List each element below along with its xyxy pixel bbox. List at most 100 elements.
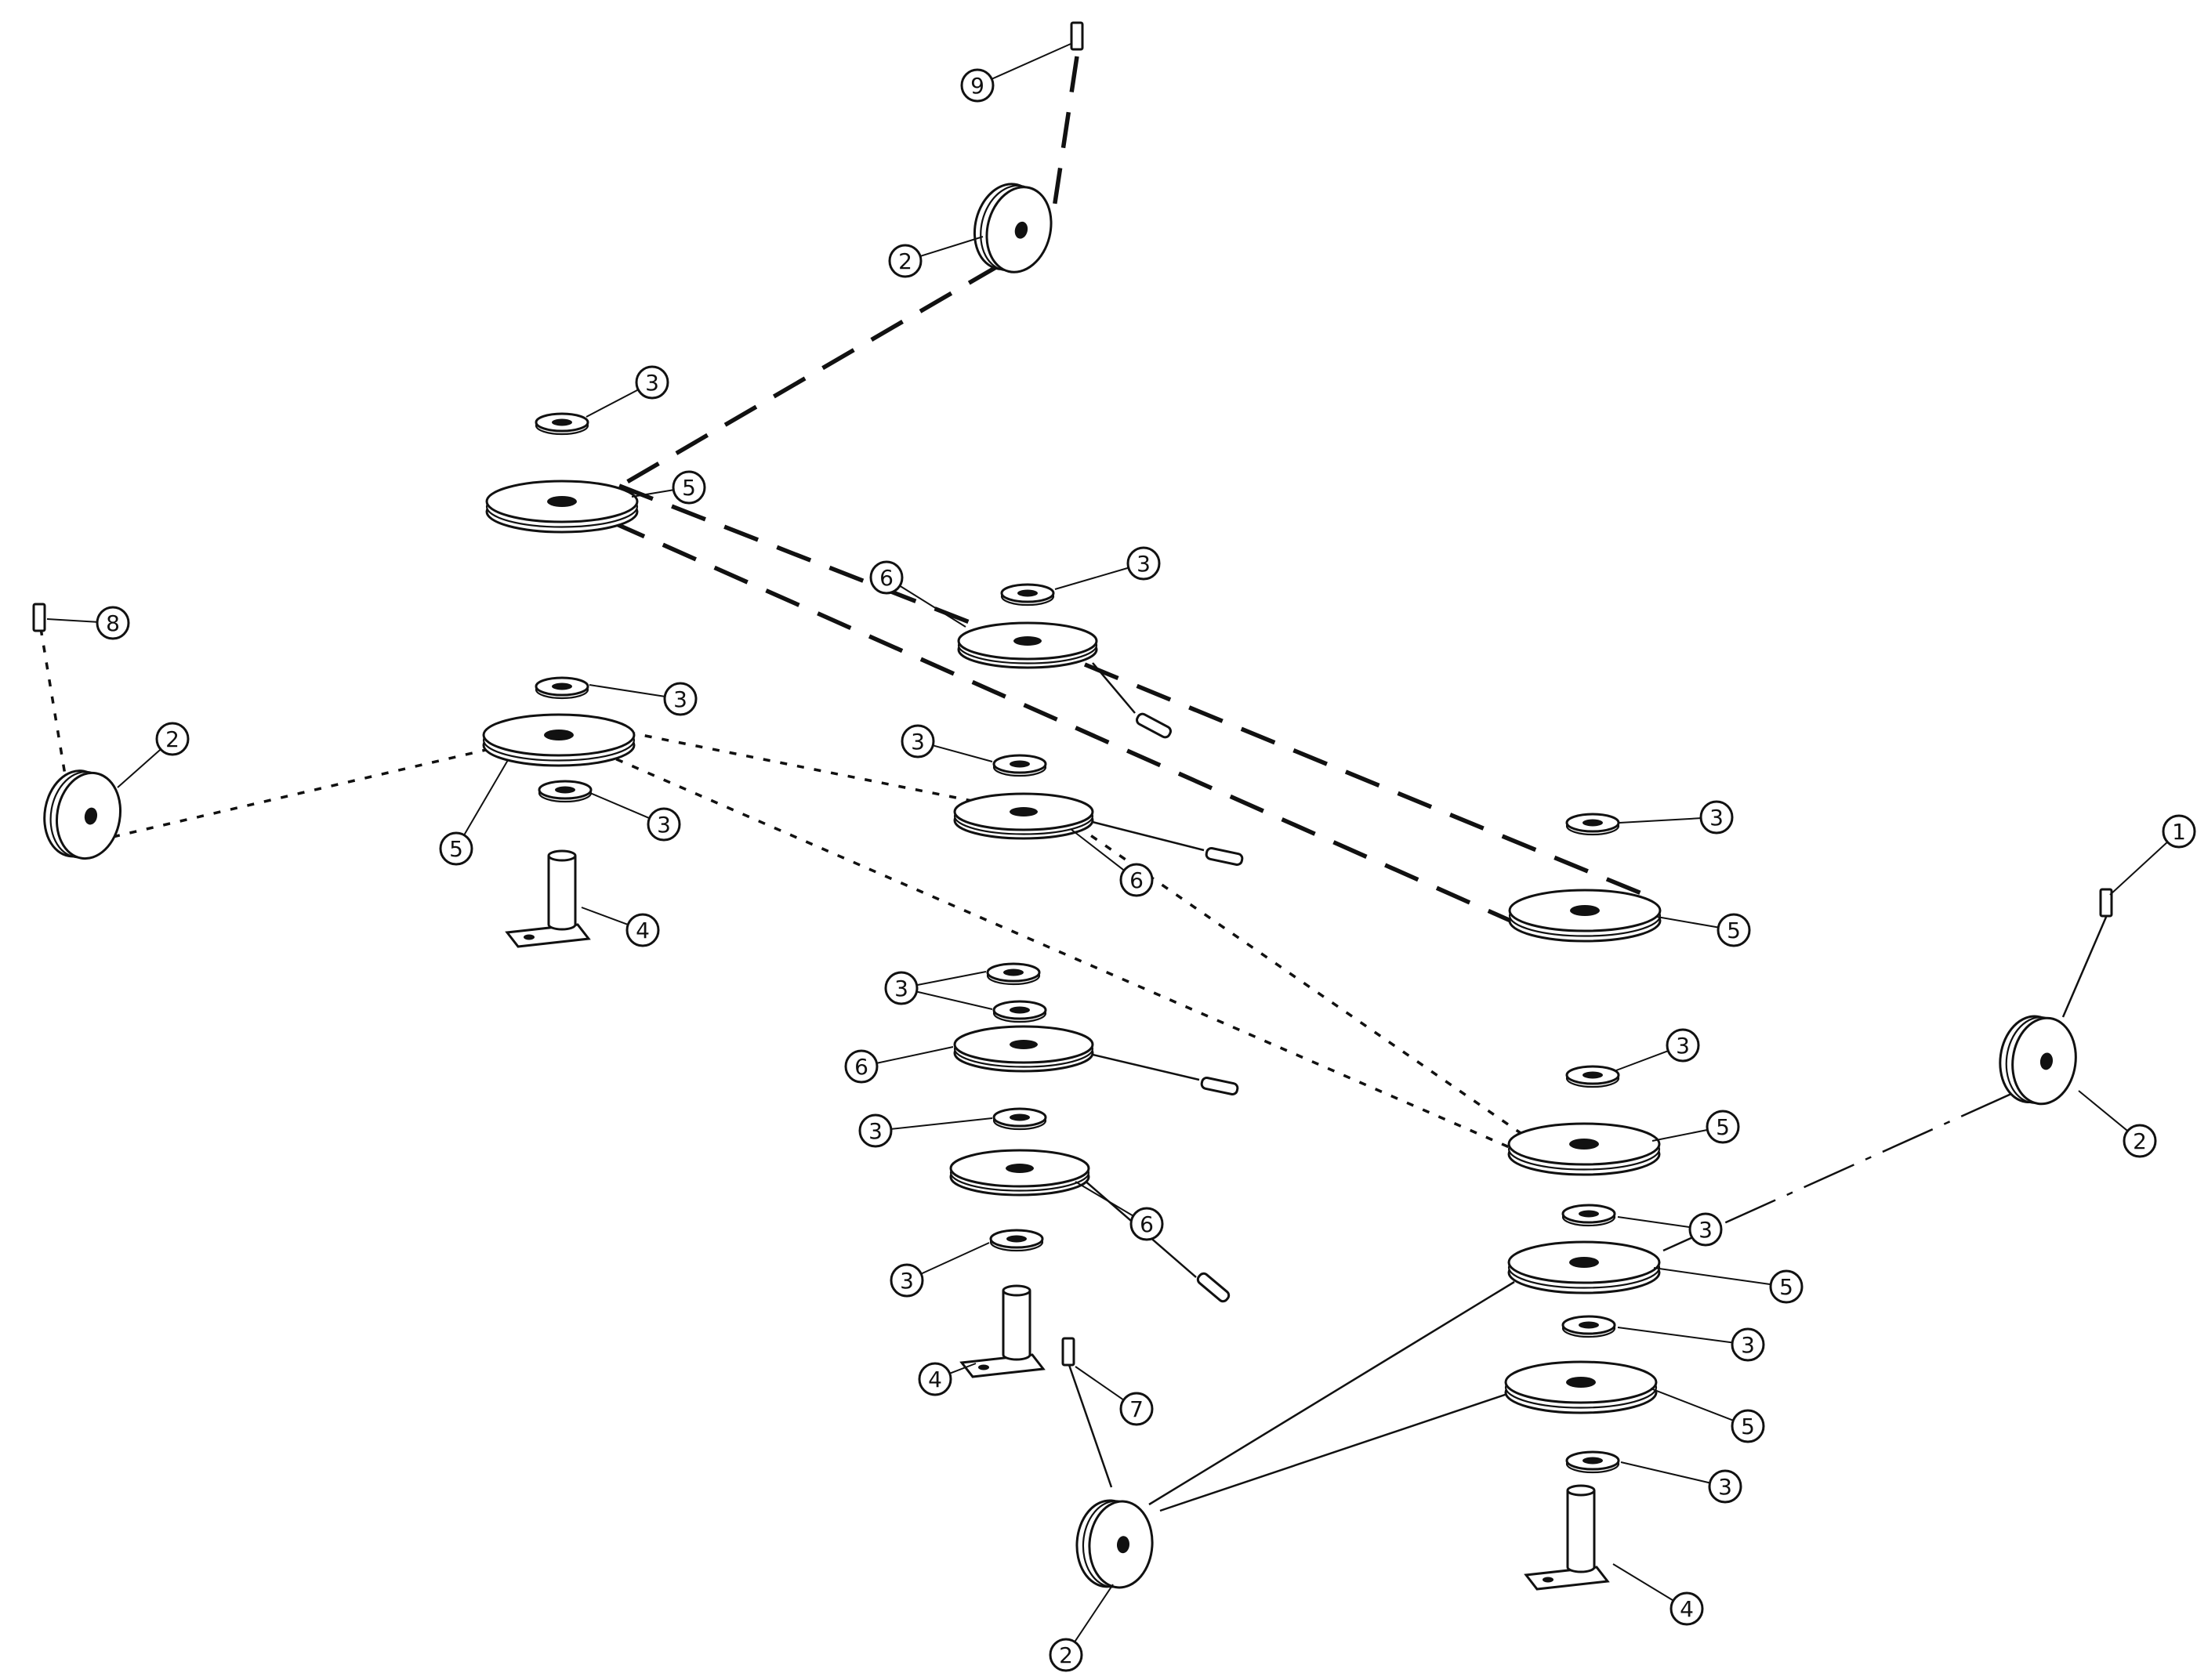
standoff-base-hole (524, 934, 535, 940)
washer-right-2 (1565, 1065, 1620, 1088)
callout-number: 2 (2133, 1128, 2147, 1154)
cable-end-d (1196, 1272, 1231, 1303)
pulley-hub-hole (1570, 905, 1600, 916)
callout-number: 5 (1716, 1114, 1730, 1140)
washer-upper-left (535, 412, 589, 436)
part-layer (32, 21, 2113, 1591)
callout-3: 3 (1615, 1028, 1700, 1071)
callout-number: 4 (928, 1367, 942, 1392)
callout-number: 5 (1727, 918, 1741, 943)
callout-circle (1670, 1591, 1704, 1626)
cable-stub-b (1089, 820, 1205, 852)
callout-circle (96, 606, 130, 640)
callout-1: 1 (2109, 814, 2196, 896)
callout-number: 5 (1741, 1414, 1755, 1439)
washer-hole (552, 682, 572, 690)
callout-leader (1653, 1267, 1771, 1286)
callout-number: 5 (1779, 1274, 1793, 1300)
callout-circle (844, 1049, 879, 1084)
cable-upper-run-left (597, 262, 1002, 501)
callout-9: 9 (960, 43, 1071, 103)
callout-3: 3 (901, 724, 993, 762)
washer-hole (1582, 819, 1603, 827)
callout-circle (890, 1263, 924, 1298)
pulley-hub-hole (1116, 1536, 1130, 1554)
callout-leader (589, 792, 650, 819)
callout-number: 2 (165, 726, 179, 752)
callout-circle (625, 913, 660, 947)
pulley-hub-hole (1010, 807, 1038, 816)
cable-left-run (112, 743, 510, 838)
callout-3: 3 (890, 1242, 990, 1298)
pulley-5-right-4 (1504, 1360, 1658, 1414)
callout-5: 5 (631, 470, 706, 505)
cable-mid-return (600, 751, 1514, 1150)
callout-circle (1731, 1409, 1765, 1443)
callout-number: 3 (673, 686, 687, 712)
callout-number: 4 (636, 918, 650, 943)
callout-leader (46, 618, 97, 623)
callout-leader (463, 759, 509, 835)
pulley-5-right-1 (1508, 889, 1662, 943)
callout-2: 2 (1049, 1584, 1114, 1672)
washer-mid-2 (992, 754, 1047, 777)
standoff-base-plate (959, 1353, 1046, 1378)
callout-circle (1699, 800, 1734, 835)
cable-end-a (1136, 712, 1172, 739)
cable-stub-c (1089, 1052, 1200, 1081)
pulley-6-upper (957, 621, 1098, 669)
callout-leader (1075, 1181, 1133, 1217)
pulley-hub-hole (1013, 636, 1042, 646)
pulley-6-mid (953, 792, 1094, 840)
cable-end-b (1205, 846, 1244, 867)
cable-end-body (1196, 1272, 1231, 1303)
callout-circle (1708, 1469, 1742, 1504)
pulley-2-right (1999, 1015, 2077, 1106)
callout-leader (589, 684, 665, 697)
pulley-hub-hole (1566, 1377, 1596, 1388)
cable-lower-run-2 (1159, 1392, 1510, 1512)
standoff-left (505, 849, 591, 948)
callout-3: 3 (589, 682, 698, 716)
callout-5: 5 (439, 759, 509, 866)
standoff-post-top (1002, 1284, 1031, 1297)
washer-hole (1579, 1321, 1599, 1329)
callout-4: 4 (581, 907, 660, 947)
pulley-hub-hole (1569, 1139, 1599, 1150)
cable-stub-a (1092, 662, 1136, 714)
callout-leader (581, 907, 628, 925)
washer-hole (555, 786, 575, 794)
washer-right-3 (1561, 1204, 1616, 1227)
callout-leader (2109, 842, 2168, 896)
standoff-post (1566, 1490, 1596, 1573)
cable-lower-run-1 (1148, 1280, 1515, 1506)
callout-leader (917, 971, 987, 986)
callout-circle (884, 971, 919, 1005)
washer-mid-3 (986, 962, 1041, 986)
callout-3: 3 (1620, 1461, 1742, 1504)
callout-number: 3 (1709, 805, 1724, 831)
callout-number: 2 (1059, 1642, 1073, 1668)
callout-leader (1656, 916, 1718, 929)
pulley-hub-hole (2039, 1052, 2054, 1070)
standoff-mid (959, 1284, 1046, 1378)
callout-number: 5 (682, 475, 696, 501)
callout-circle (1769, 1269, 1804, 1304)
callout-7: 7 (1075, 1366, 1154, 1426)
callout-leader (900, 585, 966, 628)
callout-3: 3 (884, 971, 993, 1010)
callout-3: 3 (1617, 1327, 1765, 1362)
pulley-2-bottom (1075, 1499, 1154, 1589)
callout-number: 3 (1741, 1332, 1755, 1358)
pulley-hub-hole (1006, 1164, 1034, 1173)
callout-number: 3 (1699, 1217, 1713, 1243)
callout-circle (663, 682, 698, 716)
pulley-5-left (482, 713, 636, 767)
callout-4: 4 (1612, 1563, 1704, 1626)
callout-leader (2078, 1090, 2128, 1131)
cable-right-pin-to-pulley (2061, 914, 2108, 1018)
cable-end-body (1136, 712, 1172, 739)
callout-5: 5 (1653, 1267, 1804, 1304)
callout-number: 3 (894, 976, 908, 1001)
